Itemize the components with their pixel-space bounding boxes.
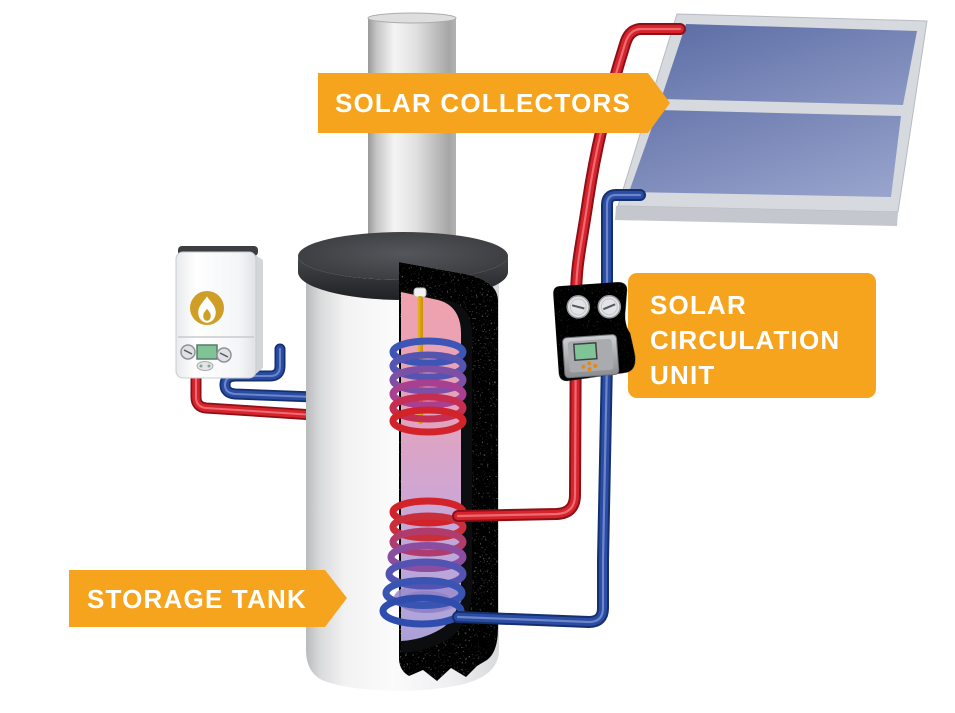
collector-panel-lower [629, 110, 901, 197]
gas-boiler [175, 246, 263, 379]
collector-panel-upper [661, 24, 917, 105]
boiler-status-button [196, 361, 214, 371]
lower-coil [379, 497, 467, 628]
solar-circulation-unit-banner: SOLAR CIRCULATION UNIT [628, 273, 876, 398]
solar-circuit-pipes [452, 23, 686, 628]
solar-collectors [615, 13, 928, 226]
flame-icon [190, 291, 224, 325]
circulation-label-line2: CIRCULATION [650, 325, 840, 355]
cold-pipe-collector-to-tank [452, 189, 646, 628]
hot-pipe-collector-to-tank [452, 23, 686, 522]
collector-frame-base [615, 206, 898, 226]
unit-lcd-display [573, 341, 598, 362]
circulation-label-line3: UNIT [650, 360, 715, 390]
boiler-controls [180, 344, 232, 371]
storage-tank-banner: STORAGE TANK [69, 570, 347, 627]
pressure-gauge-icon [566, 295, 590, 319]
upper-coil [389, 337, 467, 436]
solar-circulation-unit [553, 282, 636, 381]
unit-controller [562, 334, 620, 379]
temperature-gauge-icon [597, 294, 622, 319]
solar-collectors-banner: SOLAR COLLECTORS [318, 73, 670, 133]
circulation-label-line1: SOLAR [650, 290, 747, 320]
storage-tank-label: STORAGE TANK [87, 584, 307, 614]
boiler-lcd-display [196, 344, 218, 360]
storage-tank [298, 232, 508, 691]
solar-collectors-label: SOLAR COLLECTORS [335, 88, 631, 118]
unit-buttons [581, 361, 598, 372]
